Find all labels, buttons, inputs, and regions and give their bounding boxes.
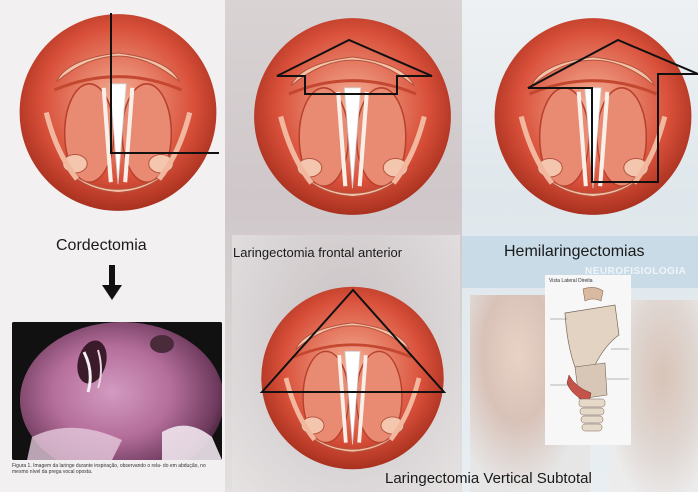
resection-outline [528, 40, 698, 182]
label-hemilaringectomias: Hemilaringectomias [504, 243, 645, 261]
larynx-panel-hemilaringectomias [488, 14, 698, 219]
resection-outline [111, 13, 219, 153]
label-cordectomia: Cordectomia [56, 237, 147, 255]
resection-outline [262, 290, 444, 392]
larynx-panel-cordectomia [12, 10, 224, 215]
larynx-panel-vertical-subtotal [250, 283, 455, 473]
resection-outline [277, 40, 432, 94]
arrow-down-icon [101, 265, 123, 301]
anatomy-illustration: Vista Lateral Direita [545, 275, 631, 445]
endoscopy-photo [12, 322, 222, 460]
label-frontal-anterior: Laringectomia frontal anterior [233, 245, 402, 260]
photo-caption: Figura 1. Imagem da laringe durante insp… [12, 463, 222, 475]
label-vertical-subtotal: Laringectomia Vertical Subtotal [385, 470, 592, 487]
larynx-panel-frontal-anterior [245, 14, 460, 219]
